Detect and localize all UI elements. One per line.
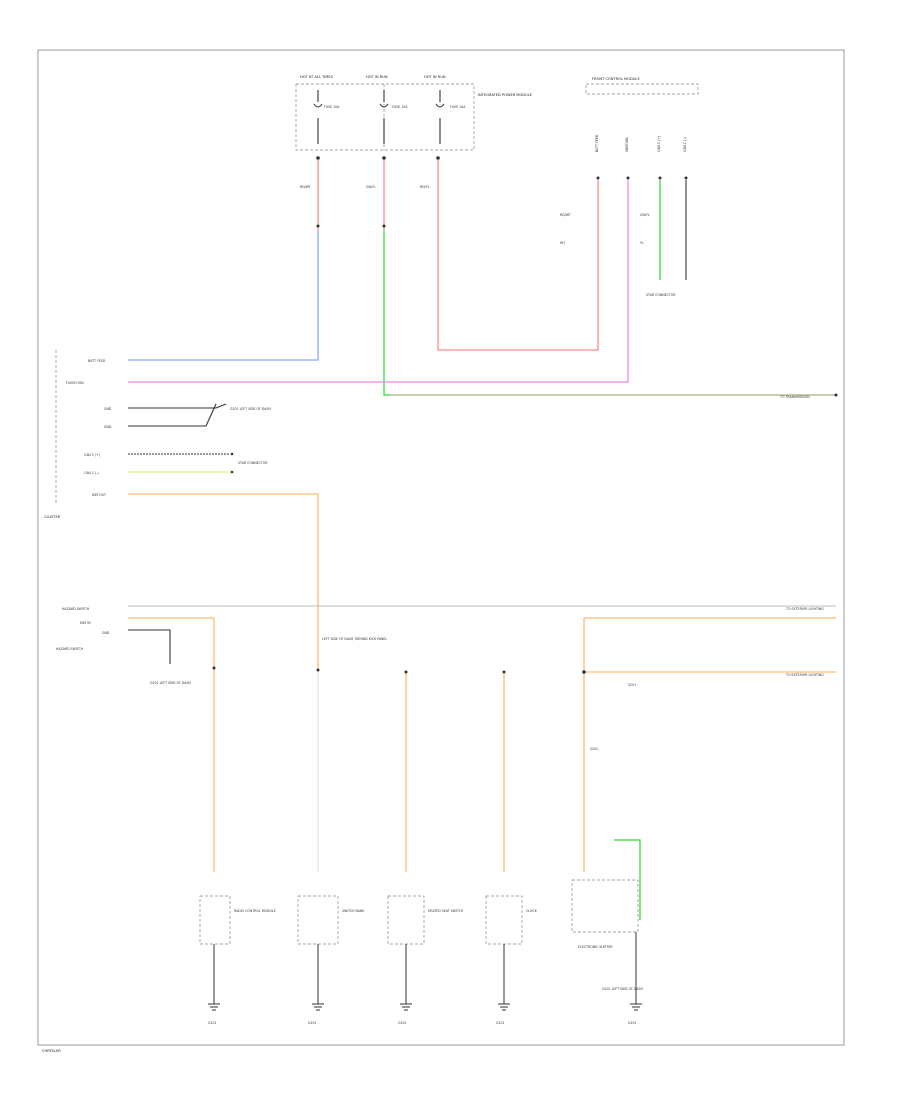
- splice-location-label: LEFT SIDE OF DASH, BEHIND KICK PANEL: [322, 637, 387, 641]
- device-switch-bank: SWITCH BANK G201: [297, 895, 365, 1025]
- device-clock: CLOCK G201: [485, 895, 538, 1025]
- device-2-ground: G201: [308, 1021, 317, 1025]
- device-4-label: CLOCK: [526, 909, 538, 913]
- cluster-pin-1: BATT FEED: [88, 359, 106, 363]
- fcm-pin-canp: CAN C (+): [657, 136, 661, 152]
- cluster-connector: CLUSTER BATT FEED FUSED IGN GND GND CAN …: [44, 350, 319, 670]
- cluster-ground-label: G201 LEFT SIDE OF DASH: [230, 407, 271, 411]
- wire-cluster-gnd: [128, 403, 227, 427]
- device-1-ground: G201: [208, 1021, 217, 1025]
- device-1-label: RADIO CONTROL MODULE: [234, 909, 276, 913]
- wire-right-orange-1: [583, 617, 836, 872]
- diagram-frame: [37, 49, 845, 1046]
- shifter-ground-note: G201 LEFT SIDE OF DASH: [602, 987, 643, 991]
- hazard-pin-1: HAZARD SWITCH: [62, 607, 90, 611]
- cluster-pin-3: GND: [104, 407, 112, 411]
- hazard-ground-label: G201 LEFT SIDE OF DASH: [150, 681, 191, 685]
- device-3-label: HEATED SEAT SWITCH: [428, 909, 464, 913]
- fuse-2-label: HOT IN RUN: [366, 75, 388, 79]
- fuse-3-label: HOT IN RUN: [424, 75, 446, 79]
- fcm-pin-batt: BATT FEED: [595, 134, 599, 152]
- wire-fcm-red: [437, 160, 599, 351]
- device-5-label: ELECTRONIC SHIFTER: [578, 945, 613, 949]
- device-3-ground: G201: [398, 1021, 407, 1025]
- output-exterior-2: TO EXTERIOR LIGHTING: [785, 673, 824, 677]
- footer-label: CHRYSLER: [42, 1049, 61, 1053]
- device-radio-module: RADIO CONTROL MODULE G201: [199, 895, 276, 1025]
- fcm-pin-cann: CAN C (-): [683, 137, 687, 152]
- wire-label-gn: GN/YL: [366, 185, 376, 189]
- wire-ign-green: [383, 230, 836, 396]
- cluster-pin-6: CAN C (-): [84, 471, 99, 475]
- device-2-label: SWITCH BANK: [342, 909, 365, 913]
- wire-pink: [128, 180, 629, 383]
- fcm-wire-label-2: WT: [560, 241, 565, 245]
- fcm-wire-label-4: YL: [640, 241, 644, 245]
- splice-s201: S201: [628, 683, 636, 687]
- fuse-3-rating: FUSE 10A: [450, 105, 466, 109]
- wire-hazard-gnd: [128, 629, 171, 664]
- cluster-pin-5: CAN C (+): [84, 453, 100, 457]
- cluster-star-connector: STAR CONNECTOR: [238, 461, 268, 465]
- front-control-module: FRONT CONTROL MODULE BATT FEED IGNITION …: [560, 77, 699, 297]
- hazard-switch: HAZARD SWITCH DIM IN GND HAZARD SWITCH G…: [56, 605, 836, 872]
- wire-hazard-orange: [128, 617, 215, 872]
- device-4-ground: G201: [496, 1021, 505, 1025]
- wire-label-rdyl: RD/YL: [420, 185, 430, 189]
- wire-dim-out: [128, 493, 319, 670]
- cluster-pin-2: FUSED IGN: [66, 381, 84, 385]
- cluster-pin-7: DIM OUT: [92, 493, 106, 497]
- output-transmission: TO TRANSMISSION: [779, 395, 810, 399]
- wire-batt-feed-blue: [128, 230, 319, 361]
- cluster-label: CLUSTER: [44, 515, 61, 519]
- fcm-pin-ign: IGNITION: [625, 137, 629, 152]
- fuse-block-label: INTEGRATED POWER MODULE: [478, 93, 533, 97]
- cluster-pin-4: GND: [104, 425, 112, 429]
- hazard-switch-label: HAZARD SWITCH: [56, 647, 84, 651]
- fuse-block: HOT AT ALL TIMES HOT IN RUN HOT IN RUN F…: [295, 75, 533, 151]
- device-heated-seat: HEATED SEAT SWITCH G201: [387, 895, 464, 1025]
- fuse-2-rating: FUSE 10A: [392, 105, 408, 109]
- star-connector-label: STAR CONNECTOR: [646, 293, 676, 297]
- hazard-pin-2: DIM IN: [80, 621, 91, 625]
- fuse-1-label: HOT AT ALL TIMES: [300, 75, 334, 79]
- fcm-wire-label-1: RD/WT: [560, 213, 571, 217]
- device-electronic-shifter: ELECTRONIC SHIFTER G201 G201 LEFT SIDE O…: [571, 839, 643, 1025]
- splice-s202: S202: [590, 747, 598, 751]
- hazard-pin-3: GND: [102, 631, 110, 635]
- device-5-ground: G201: [628, 1021, 637, 1025]
- fuse-1-rating: FUSE 10A: [324, 105, 340, 109]
- front-control-module-label: FRONT CONTROL MODULE: [592, 77, 640, 81]
- fcm-wire-label-3: GN/YL: [640, 213, 650, 217]
- output-exterior-1: TO EXTERIOR LIGHTING: [785, 607, 824, 611]
- wire-label-rd: RD/WT: [300, 185, 311, 189]
